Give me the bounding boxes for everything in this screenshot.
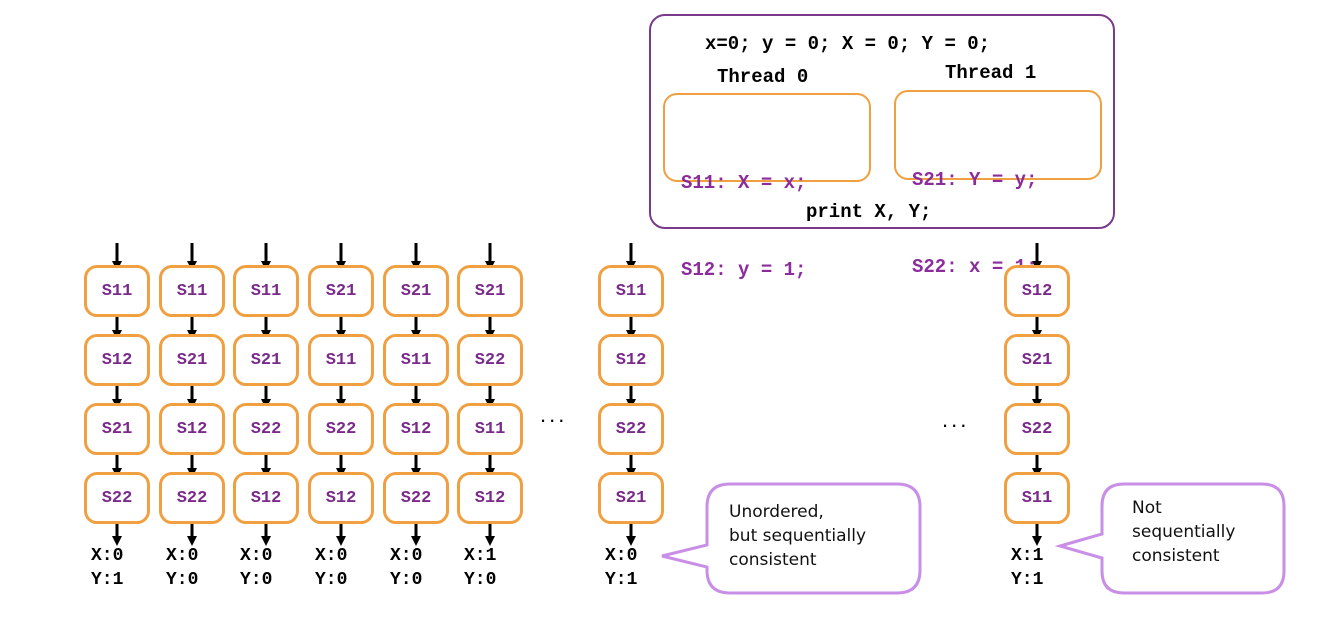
statement-box: S21 bbox=[383, 265, 449, 317]
statement-box: S22 bbox=[84, 472, 150, 524]
statement-box: S12 bbox=[159, 403, 225, 455]
statement-box: S21 bbox=[308, 265, 374, 317]
result-y: Y:0 bbox=[315, 570, 348, 590]
result-x: X:1 bbox=[1011, 546, 1044, 566]
statement-box: S21 bbox=[84, 403, 150, 455]
statement-box: S22 bbox=[159, 472, 225, 524]
statement-box: S22 bbox=[383, 472, 449, 524]
statement-box: S12 bbox=[598, 334, 664, 386]
statement-box: S22 bbox=[1004, 403, 1070, 455]
ellipsis-2: ... bbox=[942, 407, 970, 432]
statement-box: S21 bbox=[457, 265, 523, 317]
statement-box: S11 bbox=[1004, 472, 1070, 524]
thread-0-label: Thread 0 bbox=[717, 66, 809, 88]
result-y: Y:0 bbox=[166, 570, 199, 590]
init-statement: x=0; y = 0; X = 0; Y = 0; bbox=[705, 33, 991, 55]
result-y: Y:0 bbox=[240, 570, 273, 590]
statement-box: S12 bbox=[84, 334, 150, 386]
result-x: X:0 bbox=[605, 546, 638, 566]
flow-arrows bbox=[112, 243, 1042, 546]
callout-not-sc-text: Not sequentially consistent bbox=[1132, 498, 1236, 566]
thread-0-code: S11: X = x; S12: y = 1; bbox=[663, 93, 871, 281]
statement-box: S11 bbox=[598, 265, 664, 317]
result-x: X:1 bbox=[464, 546, 497, 566]
statement-box: S12 bbox=[383, 403, 449, 455]
result-y: Y:1 bbox=[1011, 570, 1044, 590]
result-y: Y:1 bbox=[605, 570, 638, 590]
statement-box: S11 bbox=[383, 334, 449, 386]
statement-box: S11 bbox=[84, 265, 150, 317]
thread-0-line-1: S11: X = x; bbox=[681, 172, 807, 194]
result-y: Y:1 bbox=[91, 570, 124, 590]
statement-box: S11 bbox=[159, 265, 225, 317]
result-x: X:0 bbox=[240, 546, 273, 566]
statement-box: S11 bbox=[308, 334, 374, 386]
thread-1-code: S21: Y = y; S22: x = 1; bbox=[894, 90, 1102, 278]
statement-box: S22 bbox=[457, 334, 523, 386]
program-box bbox=[649, 14, 1115, 229]
statement-box: S11 bbox=[233, 265, 299, 317]
thread-1-label: Thread 1 bbox=[945, 62, 1037, 84]
result-x: X:0 bbox=[166, 546, 199, 566]
callout-unordered-text: Unordered, but sequentially consistent bbox=[729, 502, 867, 570]
statement-box: S21 bbox=[159, 334, 225, 386]
result-x: X:0 bbox=[315, 546, 348, 566]
statement-box: S22 bbox=[308, 403, 374, 455]
result-y: Y:0 bbox=[390, 570, 423, 590]
statement-box: S12 bbox=[308, 472, 374, 524]
print-statement: print X, Y; bbox=[806, 201, 932, 223]
thread-0-line-2: S12: y = 1; bbox=[681, 259, 807, 281]
statement-box: S21 bbox=[1004, 334, 1070, 386]
thread-1-line-1: S21: Y = y; bbox=[912, 169, 1038, 191]
statement-box: S21 bbox=[598, 472, 664, 524]
statement-box: S22 bbox=[598, 403, 664, 455]
statement-box: S21 bbox=[233, 334, 299, 386]
result-x: X:0 bbox=[91, 546, 124, 566]
statement-box: S12 bbox=[457, 472, 523, 524]
statement-box: S12 bbox=[233, 472, 299, 524]
ellipsis-1: ... bbox=[540, 402, 568, 427]
result-x: X:0 bbox=[390, 546, 423, 566]
statement-box: S22 bbox=[233, 403, 299, 455]
statement-box: S12 bbox=[1004, 265, 1070, 317]
callout-bubble-not-sc bbox=[1054, 482, 1286, 595]
statement-box: S11 bbox=[457, 403, 523, 455]
callout-bubble-unordered bbox=[661, 482, 922, 595]
result-y: Y:0 bbox=[464, 570, 497, 590]
